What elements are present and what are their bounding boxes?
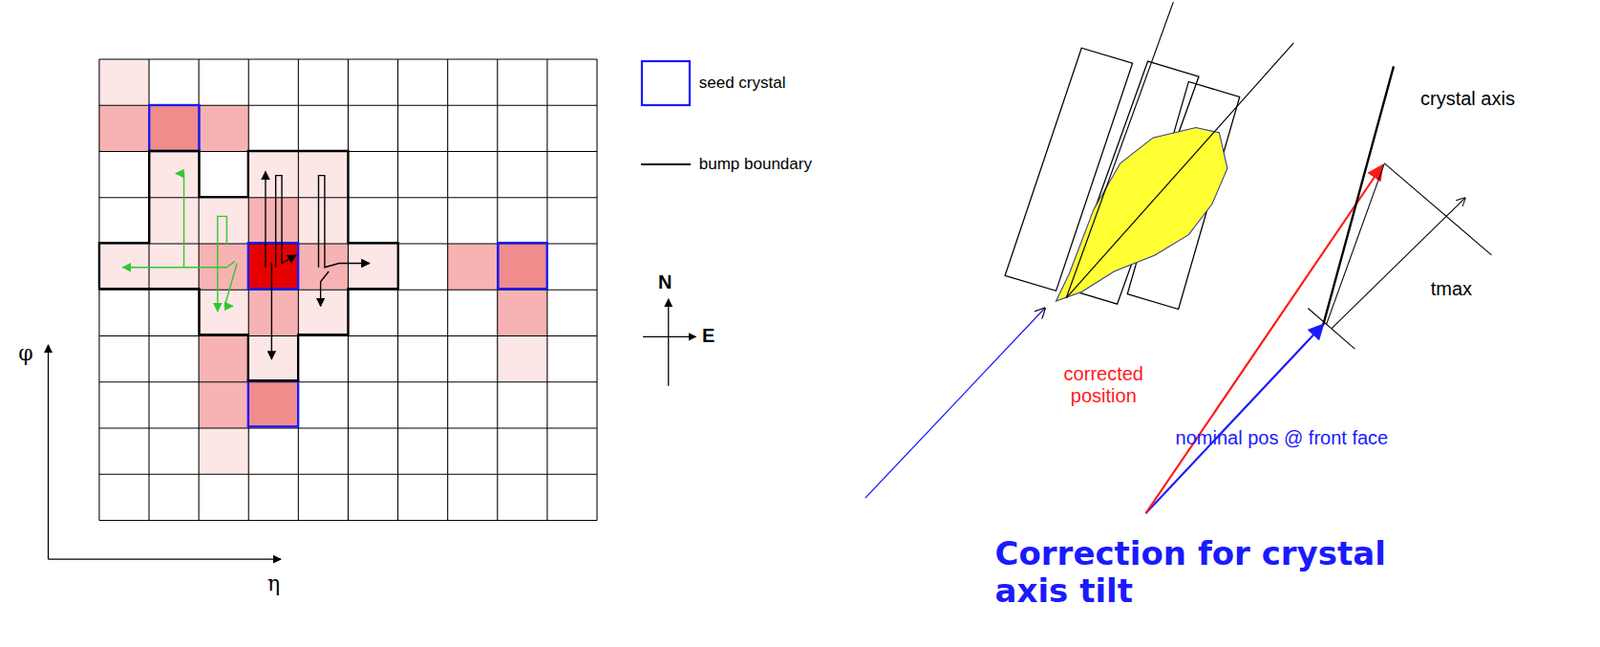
crystal-cell (298, 289, 348, 336)
vector-label: nominal pos @ front face (1175, 426, 1389, 449)
energy-cells (99, 59, 548, 474)
green-flow-arrows (122, 173, 237, 312)
grid-line (99, 381, 598, 383)
grid-line (596, 59, 598, 521)
vector-label: corrected position (1050, 362, 1156, 407)
legend-entry: seed crystal (640, 59, 787, 107)
crystal-cell (248, 289, 299, 336)
shower (1056, 127, 1228, 301)
incoming-particle (865, 307, 1046, 498)
crystal-cell (149, 150, 199, 197)
crystal-cell (198, 382, 249, 428)
crystal-cell (248, 197, 299, 244)
crystal-cell (347, 243, 398, 290)
crystal-cell (448, 243, 498, 290)
crystal-cell (298, 243, 348, 290)
heading-note: Correction for crystal axis tilt (995, 534, 1397, 610)
crystal-cell (149, 197, 199, 244)
crystal-cell (248, 150, 299, 197)
crystal-cell (497, 243, 548, 290)
crystal-cell (248, 336, 299, 383)
crystal-cell (298, 197, 348, 244)
compass (642, 298, 697, 386)
crystal-cell (248, 243, 299, 290)
black-flow-arrows (265, 170, 370, 359)
axis-label: φ (18, 341, 33, 365)
axis-label: η (267, 571, 280, 596)
crystal-cell (248, 382, 299, 428)
legend-entry: bump boundary (640, 140, 812, 189)
boundary-swatch (640, 140, 692, 189)
grid-line (447, 59, 448, 521)
legend-text: seed crystal (699, 73, 787, 93)
axis-lines (1066, 1, 1294, 299)
vector-construction (1145, 65, 1492, 513)
bump-boundary (99, 150, 399, 381)
crystal-cell (149, 105, 199, 151)
dimension-label: tmax (1430, 277, 1472, 300)
crystal-cell (99, 59, 150, 106)
crystal-cell (198, 336, 249, 383)
crystal-cell (198, 289, 249, 336)
compass-letter: N (658, 271, 672, 294)
grid-line (99, 473, 598, 475)
axes (48, 344, 281, 559)
grid-line (99, 427, 598, 429)
crystal-cell (198, 197, 249, 244)
crystal-cell (497, 289, 548, 336)
crystal-cell (198, 427, 249, 474)
crystal-grid (99, 59, 598, 521)
crystal-cell (298, 150, 348, 197)
compass-letter: E (702, 324, 715, 347)
seed-swatch (640, 59, 692, 107)
legend-text: bump boundary (699, 154, 812, 174)
axis-label: crystal axis (1420, 87, 1515, 110)
grid-line (99, 519, 598, 521)
crystal-cell (497, 336, 548, 383)
crystals (1004, 47, 1240, 309)
crystal-cell (198, 105, 249, 151)
crystal-cell (99, 105, 150, 151)
